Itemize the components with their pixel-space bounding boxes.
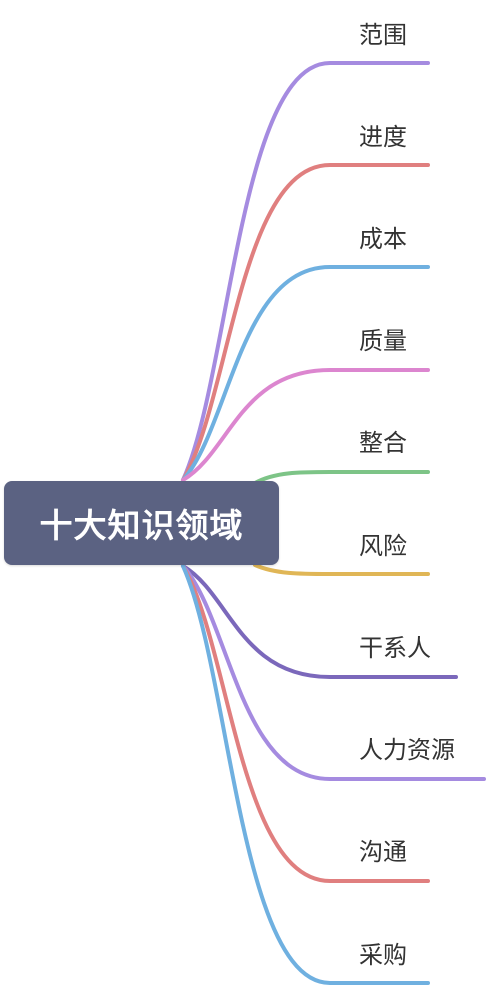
branch-label-quality[interactable]: 质量	[359, 327, 407, 355]
connector-4	[181, 368, 430, 482]
branch-label-risk[interactable]: 风险	[359, 532, 407, 560]
branch-label-communication[interactable]: 沟通	[359, 838, 407, 866]
branch-label-procurement[interactable]: 采购	[359, 941, 407, 969]
branch-label-scope[interactable]: 范围	[359, 21, 407, 49]
connector-5	[253, 470, 430, 485]
connector-2	[181, 163, 430, 482]
connector-1	[181, 61, 430, 482]
connector-8	[181, 564, 486, 781]
connector-10	[181, 564, 430, 985]
root-topic[interactable]: 十大知识领域	[4, 481, 279, 565]
connector-9	[181, 564, 430, 883]
root-topic-label: 十大知识领域	[39, 506, 244, 545]
connector-3	[181, 265, 430, 482]
branch-label-integration[interactable]: 整合	[359, 429, 407, 457]
branch-label-human-resources[interactable]: 人力资源	[359, 736, 455, 764]
connector-6	[253, 563, 430, 576]
connector-7	[181, 564, 458, 679]
branch-label-schedule[interactable]: 进度	[359, 123, 407, 151]
branch-label-cost[interactable]: 成本	[359, 225, 407, 253]
branch-label-stakeholder[interactable]: 干系人	[359, 634, 431, 662]
